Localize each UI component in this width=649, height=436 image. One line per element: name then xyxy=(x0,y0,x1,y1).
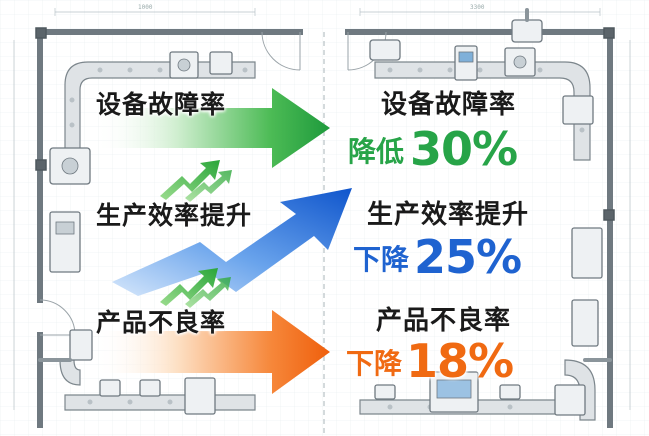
small-trend-icon-1 xyxy=(160,160,232,202)
row1-label: 设备故障率 xyxy=(96,90,227,119)
row3-result-label: 产品不良率 xyxy=(376,306,512,336)
row1-result-label: 设备故障率 xyxy=(381,90,517,120)
row2-label: 生产效率提升 xyxy=(96,201,253,230)
row3-label: 产品不良率 xyxy=(96,308,227,337)
row1-value: 30% xyxy=(410,122,518,176)
row2-verb: 下降 xyxy=(353,243,410,276)
dimension-label-right: 3300 xyxy=(470,4,485,11)
dimension-label-left: 1000 xyxy=(138,4,153,11)
blue-trend-arrow xyxy=(112,188,352,296)
green-arrow xyxy=(95,88,330,168)
row2-value: 25% xyxy=(414,230,522,284)
row3-verb: 下降 xyxy=(346,347,403,380)
small-trend-icon-2 xyxy=(160,268,231,308)
row2-result-label: 生产效率提升 xyxy=(367,200,530,230)
orange-arrow xyxy=(95,310,330,394)
row1-verb: 降低 xyxy=(348,135,405,168)
row3-value: 18% xyxy=(406,334,514,388)
